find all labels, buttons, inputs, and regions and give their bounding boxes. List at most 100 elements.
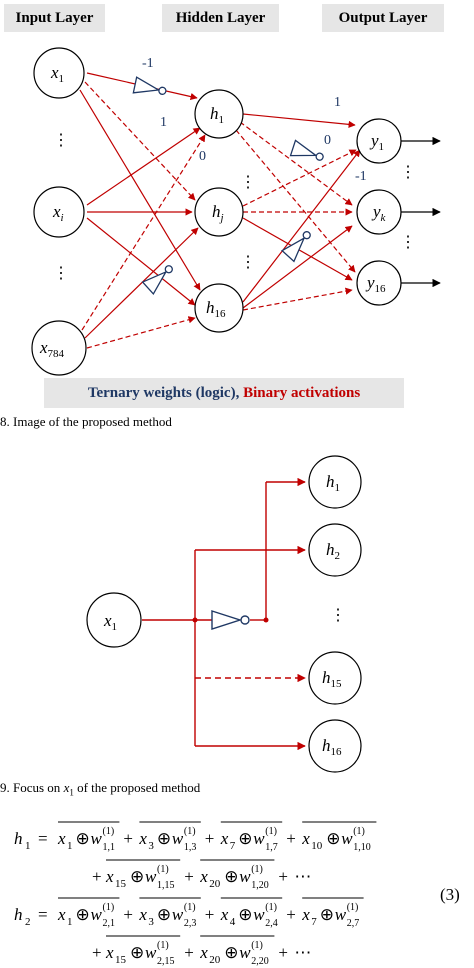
plus-sign: + [278,867,288,886]
label-hj: hj [212,202,224,224]
term-w-sub: 2,1 [103,918,116,929]
edge-h16-yk [242,225,353,309]
label-x784: x784 [39,338,65,360]
weight-label-neg-one-right: -1 [355,169,367,184]
term-w-sup: (1) [347,902,359,913]
term-w-sup: (1) [184,902,196,913]
xor-symbol: ⊕ [157,905,171,924]
fig9-junction-left [192,617,198,623]
fig9-label-h15: h15 [322,668,342,690]
figure8-network-diagram: -1 1 0 1 0 -1 x1 xi x784 h1 hj h16 y1 yk… [31,47,441,376]
xor-symbol: ⊕ [130,943,144,962]
term-w: w [172,829,184,848]
plus-sign: + [184,943,194,962]
input-layer-header-text: Input Layer [15,9,94,26]
term-w: w [253,829,265,848]
fig9-ellipsis: ⋮ [330,607,346,624]
term-x-sub: 15 [115,878,127,890]
label-h16: h16 [206,298,226,320]
plus-sign: + [278,943,288,962]
ellipsis-marks: ⋮ ⋮ ⋮ ⋮ ⋮ ⋮ [53,132,416,282]
node-x1 [33,47,85,99]
figure8-caption-text: 8. Image of the proposed method [0,414,172,429]
edge-h1-y16 [235,129,356,273]
term-x-sub: 20 [209,954,221,966]
term-w-sub: 2,20 [251,956,269,967]
term-w-sub: 2,4 [265,918,278,929]
legend-ternary: Ternary weights (logic) [87,384,236,401]
term-w: w [172,905,184,924]
term-w-sup: (1) [103,826,115,837]
fig9-node-h1 [308,455,362,509]
fig9-inverter [211,610,250,630]
term-x-sub: 7 [230,840,236,852]
term-w-sub: 1,3 [184,842,197,853]
weight-label-zero-right: 0 [324,133,331,148]
legend-separator: , [235,384,244,401]
term-w-sup: (1) [251,864,263,875]
weight-label-one-right: 1 [334,95,341,110]
fig9-labels: x1 h1 h2 h15 h16 [103,472,342,758]
label-h1: h1 [210,104,224,126]
term-w: w [239,943,251,962]
term-w-sub: 1,1 [103,842,116,853]
term-x: x [57,905,66,924]
input-layer-header: Input Layer [4,4,105,32]
figure9-caption-sub: 1 [69,787,74,798]
term-x-sub: 7 [311,916,317,928]
xor-symbol: ⊕ [320,905,334,924]
hidden-layer-header-text: Hidden Layer [175,9,266,26]
edge-h16-y16 [242,287,353,311]
term-x: x [301,829,310,848]
term-x-sub: 20 [209,878,221,890]
term-w-sup: (1) [251,940,263,951]
hidden-layer-header: Hidden Layer [162,4,279,32]
figure8-caption: 8. Image of the proposed method [0,414,172,430]
label-xi: xi [52,202,64,224]
term-w-sup: (1) [157,864,169,875]
fig9-junction-right [263,617,269,623]
fig9-nodes [86,455,362,773]
plus-sign: + [286,905,296,924]
fig9-node-x1 [86,592,142,648]
node-yk [356,189,402,235]
term-x: x [220,829,229,848]
equation-number: (3) [440,885,460,904]
fig9-node-h16 [308,719,362,773]
edge-h16-y1 [242,149,361,303]
h2-sub: 2 [25,916,31,928]
plus-sign: + [123,829,133,848]
fig9-label-x1: x1 [103,611,117,633]
figure9-caption: 9. Focus on x1 of the proposed method [0,780,200,798]
term-x-sub: 10 [311,840,323,852]
plus-sign: + [205,905,215,924]
term-x: x [220,905,229,924]
xor-symbol: ⊕ [238,905,252,924]
xor-symbol: ⊕ [326,829,340,848]
ellipsis-input-upper: ⋮ [53,132,69,149]
term-w: w [335,905,347,924]
term-w: w [239,867,251,886]
ellipsis-hidden-upper: ⋮ [240,174,256,191]
term-w-sup: (1) [157,940,169,951]
term-w: w [145,943,157,962]
output-layer-header-text: Output Layer [338,9,428,26]
xor-symbol: ⊕ [224,943,238,962]
figure9-diagram: x1 h1 h2 h15 h16 ⋮ [86,455,362,773]
equals-sign: = [38,829,48,848]
xor-symbol: ⊕ [76,905,90,924]
ellipsis-hidden-lower: ⋮ [240,254,256,271]
inverter-top [132,76,167,95]
edge-xi-h1 [86,127,201,206]
term-x-sub: 1 [67,916,73,928]
plus-sign: + [92,867,102,886]
inverter-bottom-left [141,265,173,296]
xor-symbol: ⊕ [130,867,144,886]
inverter-gates [132,76,324,296]
term-w: w [253,905,265,924]
legend-box: Ternary weights (logic), Binary activati… [44,378,404,408]
term-x: x [138,829,147,848]
edge-x1-hj [84,81,196,201]
fig9-node-h15 [308,651,362,705]
